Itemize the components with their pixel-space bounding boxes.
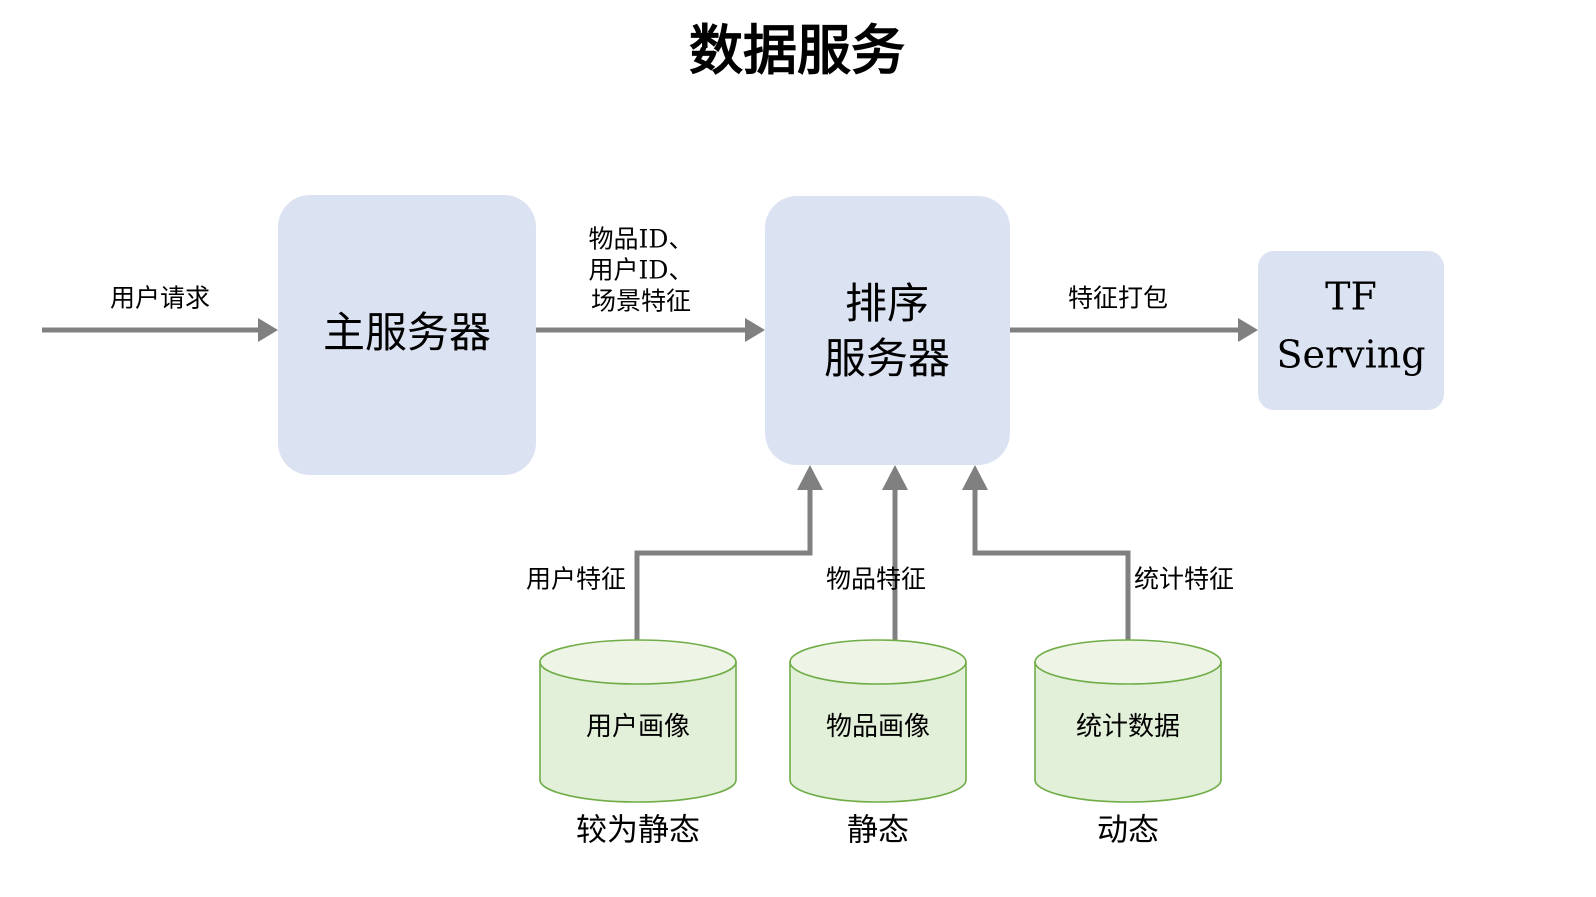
edge-main-to-rank: 物品ID、 用户ID、 场景特征 [536, 225, 765, 342]
edge-item-feature: 物品特征 [826, 465, 926, 640]
rank-server-label-line2: 服务器 [824, 334, 950, 383]
item-profile-cylinder-top [789, 639, 967, 685]
user-profile-label: 用户画像 [586, 712, 690, 742]
edge-user-request: 用户请求 [42, 284, 278, 342]
edge-label-scene-feature: 场景特征 [591, 287, 691, 316]
item-profile-label: 物品画像 [826, 712, 930, 742]
node-rank-server[interactable]: 排序 服务器 [765, 196, 1010, 465]
item-profile-cylinder-body[interactable] [789, 661, 967, 803]
edge-rank-to-tfserving: 特征打包 [1010, 284, 1258, 342]
edge-label-user-request: 用户请求 [110, 284, 210, 313]
user-profile-cylinder-body[interactable] [539, 661, 737, 803]
datastore-item-profile[interactable]: 物品画像 静态 [789, 639, 967, 849]
user-request-arrowhead [258, 318, 278, 342]
user-feature-line [634, 490, 813, 640]
stat-feature-arrowhead [962, 465, 988, 490]
edge-label-stat-feature: 统计特征 [1134, 565, 1234, 594]
tf-serving-box[interactable] [1258, 251, 1444, 410]
statistics-cylinder-top [1034, 639, 1222, 685]
statistics-caption: 动态 [1097, 813, 1159, 849]
edge-stat-feature: 统计特征 [962, 465, 1234, 640]
statistics-label: 统计数据 [1076, 712, 1180, 742]
node-tf-serving[interactable]: TF Serving [1258, 251, 1444, 410]
rank-server-box[interactable] [765, 196, 1010, 465]
user-feature-arrowhead [797, 465, 823, 490]
edge-user-feature: 用户特征 [526, 465, 823, 640]
tf-serving-label-line1: TF [1325, 275, 1377, 319]
statistics-cylinder-body[interactable] [1034, 661, 1222, 803]
tf-serving-label-line2: Serving [1276, 333, 1425, 377]
node-main-server[interactable]: 主服务器 [278, 195, 536, 475]
rank-server-label-line1: 排序 [845, 279, 929, 328]
edge-label-feature-pack: 特征打包 [1068, 284, 1168, 313]
item-profile-caption: 静态 [847, 813, 909, 849]
edge-label-user-feature: 用户特征 [526, 565, 626, 594]
main-to-rank-arrowhead [745, 318, 765, 342]
main-server-label: 主服务器 [323, 308, 491, 357]
edge-label-user-id: 用户ID、 [589, 256, 694, 285]
edge-label-item-id: 物品ID、 [589, 225, 694, 254]
rank-to-tf-arrowhead [1238, 318, 1258, 342]
page-title: 数据服务 [689, 18, 905, 82]
datastore-user-profile[interactable]: 用户画像 较为静态 [539, 639, 737, 849]
item-feature-arrowhead [882, 465, 908, 490]
main-server-box[interactable] [278, 195, 536, 475]
edge-label-item-feature: 物品特征 [826, 565, 926, 594]
datastore-statistics[interactable]: 统计数据 动态 [1034, 639, 1222, 849]
stat-feature-line [972, 490, 1131, 640]
user-profile-cylinder-top [539, 639, 737, 685]
user-profile-caption: 较为静态 [576, 813, 700, 849]
